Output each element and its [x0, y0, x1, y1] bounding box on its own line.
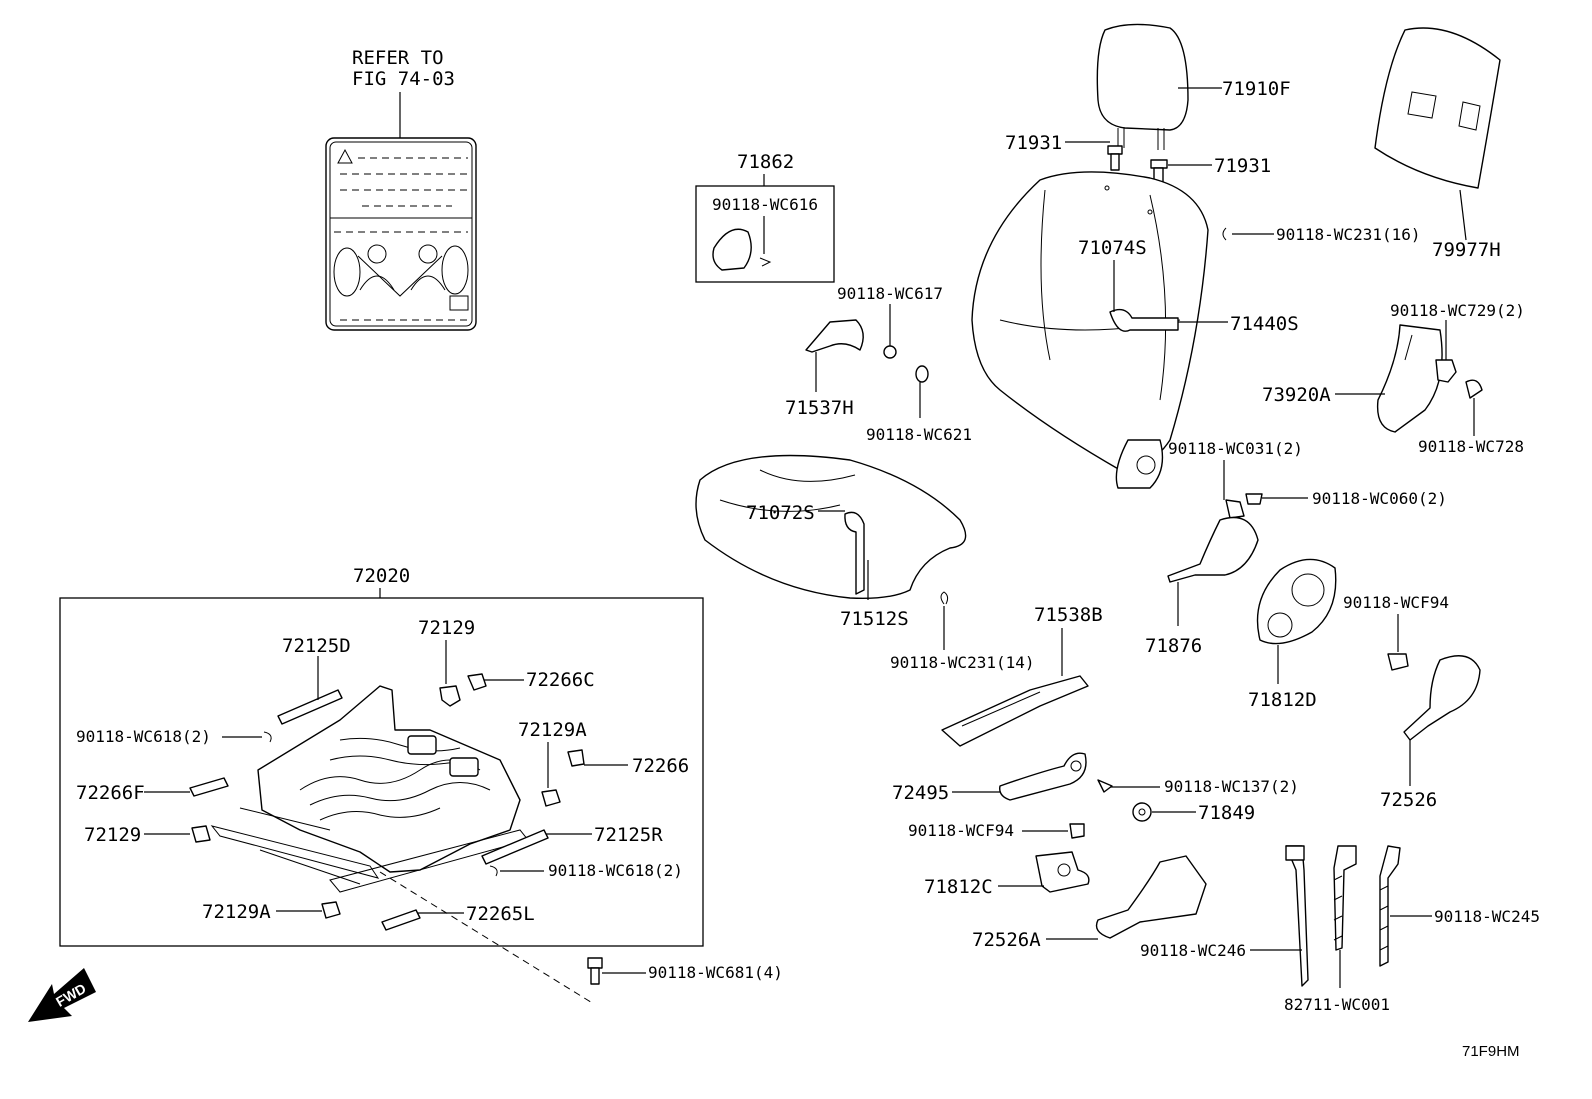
seat-cushion: 71072S 71512S: [695, 454, 967, 630]
seat-frame-group: 72020 72125D 72129 72266C 90118-WC618(2)…: [59, 565, 704, 1005]
label-71074S[interactable]: 71074S: [1078, 237, 1147, 259]
label-wc617[interactable]: 90118-WC617: [837, 284, 943, 303]
label-wc060[interactable]: 90118-WC060(2): [1312, 489, 1447, 508]
diagram-code: 71F9HM: [1462, 1043, 1520, 1060]
seat-back: 71074S 71440S 90118-WC231(16): [971, 171, 1421, 489]
label-72495[interactable]: 72495: [892, 782, 949, 804]
cover-71812D: 71812D: [1248, 558, 1337, 711]
label-71876[interactable]: 71876: [1145, 635, 1202, 657]
label-wc621[interactable]: 90118-WC621: [866, 425, 972, 444]
label-71812C[interactable]: 71812C: [924, 876, 993, 898]
bolt-wc681: 90118-WC681(4): [587, 957, 783, 985]
label-71072S[interactable]: 71072S: [746, 502, 815, 524]
lever-72495: 72495 90118-WC137(2) 71849 90118-WCF94: [892, 752, 1299, 840]
reference-line1[interactable]: REFER TO: [352, 47, 444, 69]
label-wc246[interactable]: 90118-WC246: [1140, 941, 1246, 960]
label-72526A[interactable]: 72526A: [972, 929, 1041, 951]
label-71849[interactable]: 71849: [1198, 802, 1255, 824]
label-wc728[interactable]: 90118-WC728: [1418, 437, 1524, 456]
label-wc231-16[interactable]: 90118-WC231(16): [1276, 225, 1421, 244]
cable-ties: 90118-WC246 82711-WC001 90118-WC245: [1140, 845, 1540, 1014]
label-71931-left[interactable]: 71931: [1005, 132, 1062, 154]
label-wc231-14[interactable]: 90118-WC231(14): [890, 653, 1035, 672]
label-72265L[interactable]: 72265L: [466, 903, 535, 925]
label-71862[interactable]: 71862: [737, 151, 794, 173]
reference-line2[interactable]: FIG 74-03: [352, 68, 455, 90]
label-wc618-right[interactable]: 90118-WC618(2): [548, 861, 683, 880]
headrest-cover: 79977H: [1374, 27, 1501, 261]
headrest-guides: 71931 71931: [1005, 132, 1271, 187]
label-71931-right[interactable]: 71931: [1214, 155, 1271, 177]
cover-71812C: 71812C: [924, 851, 1090, 898]
label-72266[interactable]: 72266: [632, 755, 689, 777]
label-79977H[interactable]: 79977H: [1432, 239, 1501, 261]
label-wcf94-lower[interactable]: 90118-WCF94: [908, 821, 1014, 840]
lever-72526: 90118-WCF94 72526: [1343, 593, 1481, 811]
label-72125R[interactable]: 72125R: [594, 824, 663, 846]
label-72129A-bottom[interactable]: 72129A: [202, 901, 271, 923]
label-73920A[interactable]: 73920A: [1262, 384, 1331, 406]
reference-label-card: REFER TO FIG 74-03: [325, 47, 477, 331]
label-wc618-left[interactable]: 90118-WC618(2): [76, 727, 211, 746]
detail-box-71862: 71862 90118-WC616: [695, 151, 835, 283]
label-71512S[interactable]: 71512S: [840, 608, 909, 630]
bracket-71876: 90118-WC031(2) 90118-WC060(2) 71876: [1145, 439, 1447, 657]
rail-cover-71538B: 90118-WC231(14) 71538B: [890, 591, 1103, 747]
cover-72526A: 72526A: [972, 855, 1207, 951]
label-72266C[interactable]: 72266C: [526, 669, 595, 691]
label-wc729[interactable]: 90118-WC729(2): [1390, 301, 1525, 320]
label-wcf94-upper[interactable]: 90118-WCF94: [1343, 593, 1449, 612]
label-wc681[interactable]: 90118-WC681(4): [648, 963, 783, 982]
label-71537H[interactable]: 71537H: [785, 397, 854, 419]
headrest: 71910F: [1096, 23, 1291, 150]
label-72129-left[interactable]: 72129: [84, 824, 141, 846]
label-72020[interactable]: 72020: [353, 565, 410, 587]
fwd-arrow-icon: FWD: [28, 968, 96, 1022]
label-wc137[interactable]: 90118-WC137(2): [1164, 777, 1299, 796]
label-72129A-top[interactable]: 72129A: [518, 719, 587, 741]
label-wc001[interactable]: 82711-WC001: [1284, 995, 1390, 1014]
label-wc245[interactable]: 90118-WC245: [1434, 907, 1540, 926]
side-shield-73920A: 73920A 90118-WC729(2) 90118-WC728: [1262, 301, 1525, 456]
label-71538B[interactable]: 71538B: [1034, 604, 1103, 626]
label-71910F[interactable]: 71910F: [1222, 78, 1291, 100]
label-72526[interactable]: 72526: [1380, 789, 1437, 811]
label-72129-top[interactable]: 72129: [418, 617, 475, 639]
label-wc031[interactable]: 90118-WC031(2): [1168, 439, 1303, 458]
label-71812D[interactable]: 71812D: [1248, 689, 1317, 711]
label-72125D[interactable]: 72125D: [282, 635, 351, 657]
label-72266F[interactable]: 72266F: [76, 782, 145, 804]
bracket-71537H: 71537H 90118-WC617 90118-WC621: [785, 284, 972, 444]
label-wc616[interactable]: 90118-WC616: [712, 195, 818, 214]
label-71440S[interactable]: 71440S: [1230, 313, 1299, 335]
